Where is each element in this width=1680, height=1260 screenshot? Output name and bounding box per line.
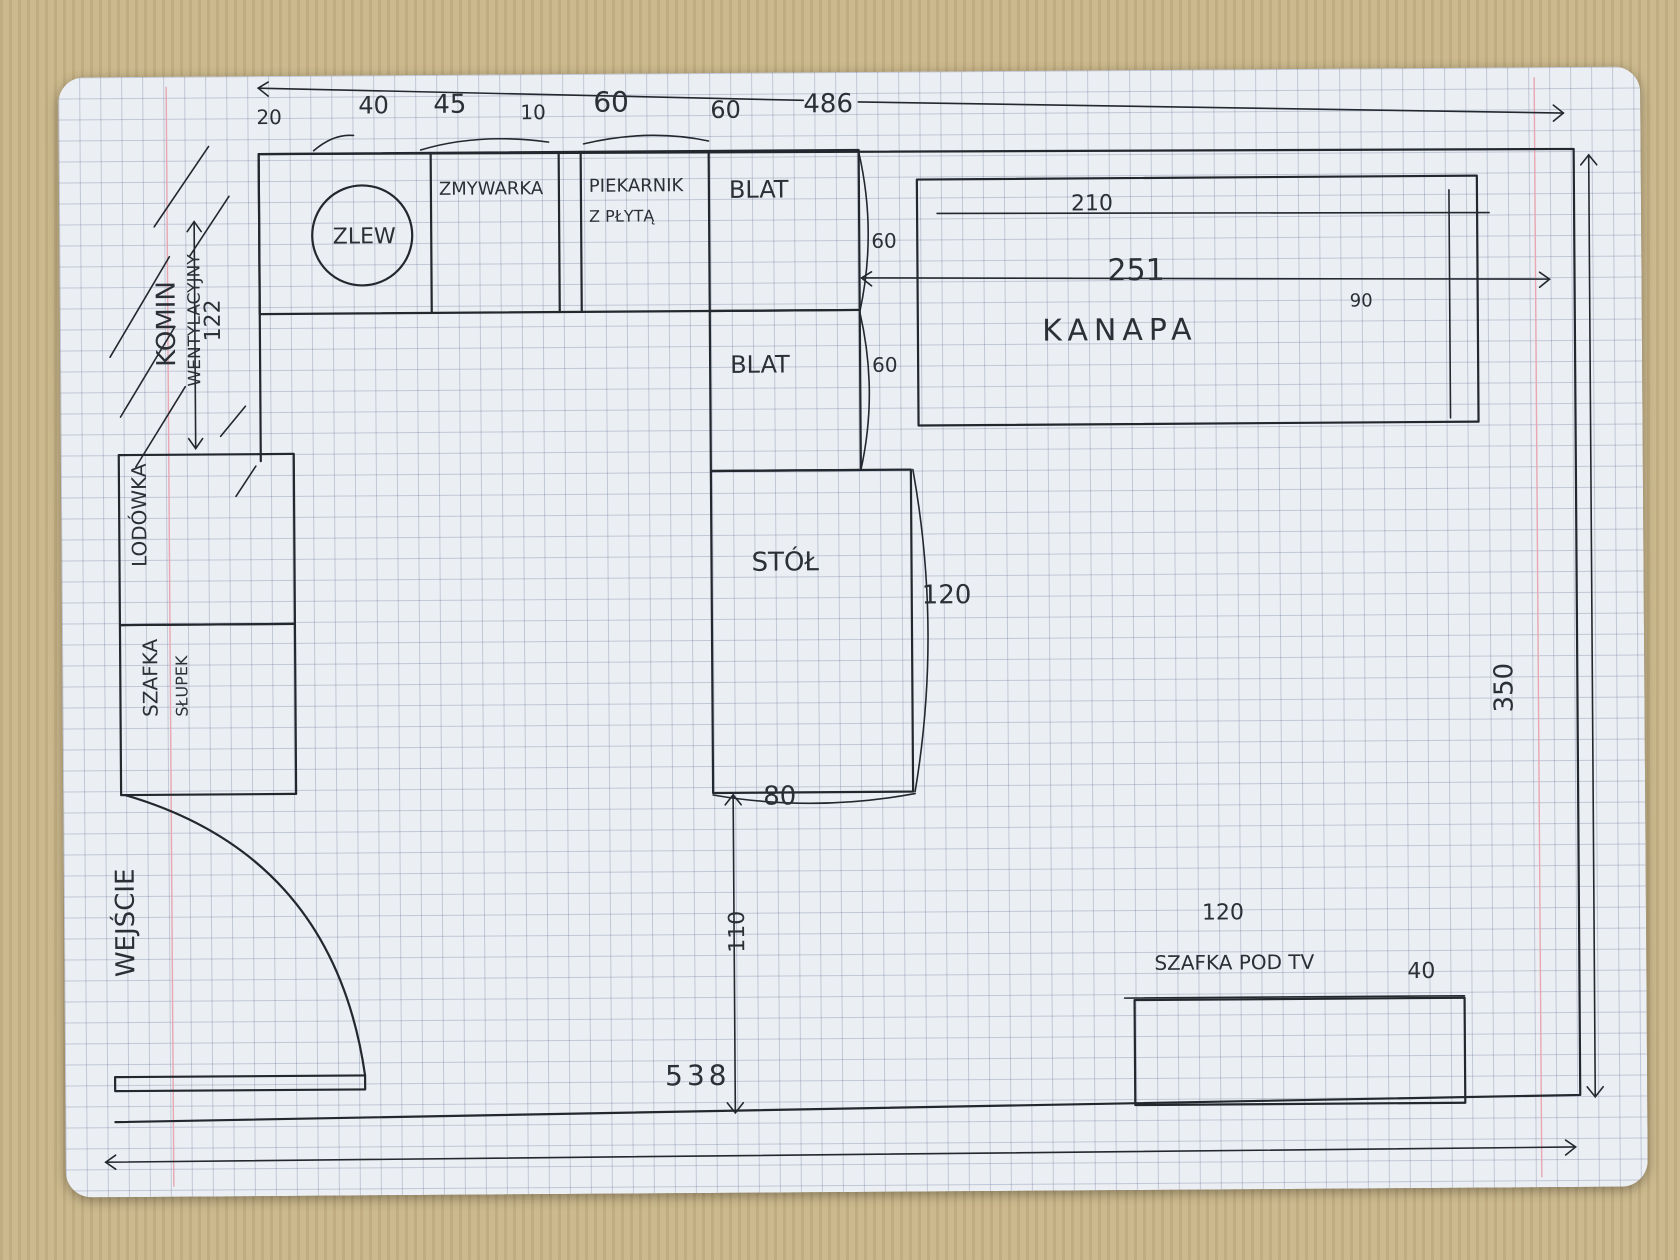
dim-538: 538: [665, 1059, 731, 1092]
kanapa-sofa: [915, 174, 1480, 427]
dim-tv-120: 120: [1202, 900, 1244, 925]
divider-zmywarka: [557, 150, 561, 314]
dim-60a: 60: [593, 86, 629, 119]
dim-60b: 60: [710, 96, 741, 124]
divider-10: [579, 150, 583, 313]
graph-paper-sheet: ZLEW ZMYWARKA PIEKARNIK Z PŁYTĄ BLAT BLA…: [58, 66, 1648, 1198]
komin-hatching: [109, 145, 257, 498]
outer-wall: [114, 147, 1582, 1124]
stol-table: [709, 468, 915, 795]
dim-210: 210: [1071, 191, 1113, 216]
dim-tv-40: 40: [1407, 959, 1435, 984]
dim-blat-60b: 60: [872, 353, 898, 377]
szafka-tv: [1133, 996, 1467, 1107]
dim-350: 350: [1489, 663, 1519, 713]
label-komin: KOMIN: [152, 281, 183, 367]
dim-stol-120: 120: [922, 580, 972, 610]
label-szafka-2: SŁUPEK: [172, 655, 191, 717]
divider-piekarnik: [707, 149, 711, 313]
door-leaf: [113, 1074, 367, 1093]
label-zmywarka: ZMYWARKA: [439, 178, 544, 200]
dim-122: 122: [201, 299, 226, 341]
zlew-circle: [311, 184, 414, 287]
divider-zlew-zmywarka: [429, 151, 433, 315]
label-blat-mid: BLAT: [730, 350, 790, 378]
dim-40: 40: [358, 91, 389, 119]
label-stol: STÓŁ: [751, 545, 819, 577]
label-piekarnik-1: PIEKARNIK: [589, 175, 685, 197]
margin-line-right: [1533, 77, 1543, 1178]
label-wentylacyjny: WENTYLACYJNY: [184, 254, 205, 387]
dimension-lines: [104, 81, 1604, 1170]
label-szafka-1: SZAFKA: [138, 638, 163, 717]
label-lodowka: LODÓWKA: [127, 463, 152, 567]
dim-45: 45: [433, 90, 466, 120]
dim-20: 20: [256, 105, 282, 129]
dim-10: 10: [520, 100, 546, 124]
margin-line-left: [165, 86, 175, 1187]
blat-middle: [708, 308, 862, 473]
dim-stol-80: 80: [763, 781, 796, 811]
label-wejscie: WEJŚCIE: [109, 868, 142, 977]
dim-251: 251: [1107, 253, 1165, 288]
szafka-slupek: [118, 622, 298, 797]
label-blat-top: BLAT: [729, 175, 789, 203]
label-piekarnik-2: Z PŁYTĄ: [589, 206, 655, 225]
door-swing-arc: [124, 793, 367, 1077]
label-kanapa: KANAPA: [1042, 313, 1198, 349]
label-zlew: ZLEW: [333, 224, 396, 249]
dim-blat-60a: 60: [871, 229, 897, 253]
dim-90: 90: [1350, 290, 1373, 311]
dim-486: 486: [803, 89, 853, 119]
floor-plan-sketch: ZLEW ZMYWARKA PIEKARNIK Z PŁYTĄ BLAT BLA…: [104, 77, 1604, 1187]
label-szafka-tv: SZAFKA POD TV: [1154, 950, 1314, 975]
dim-110: 110: [725, 911, 750, 953]
